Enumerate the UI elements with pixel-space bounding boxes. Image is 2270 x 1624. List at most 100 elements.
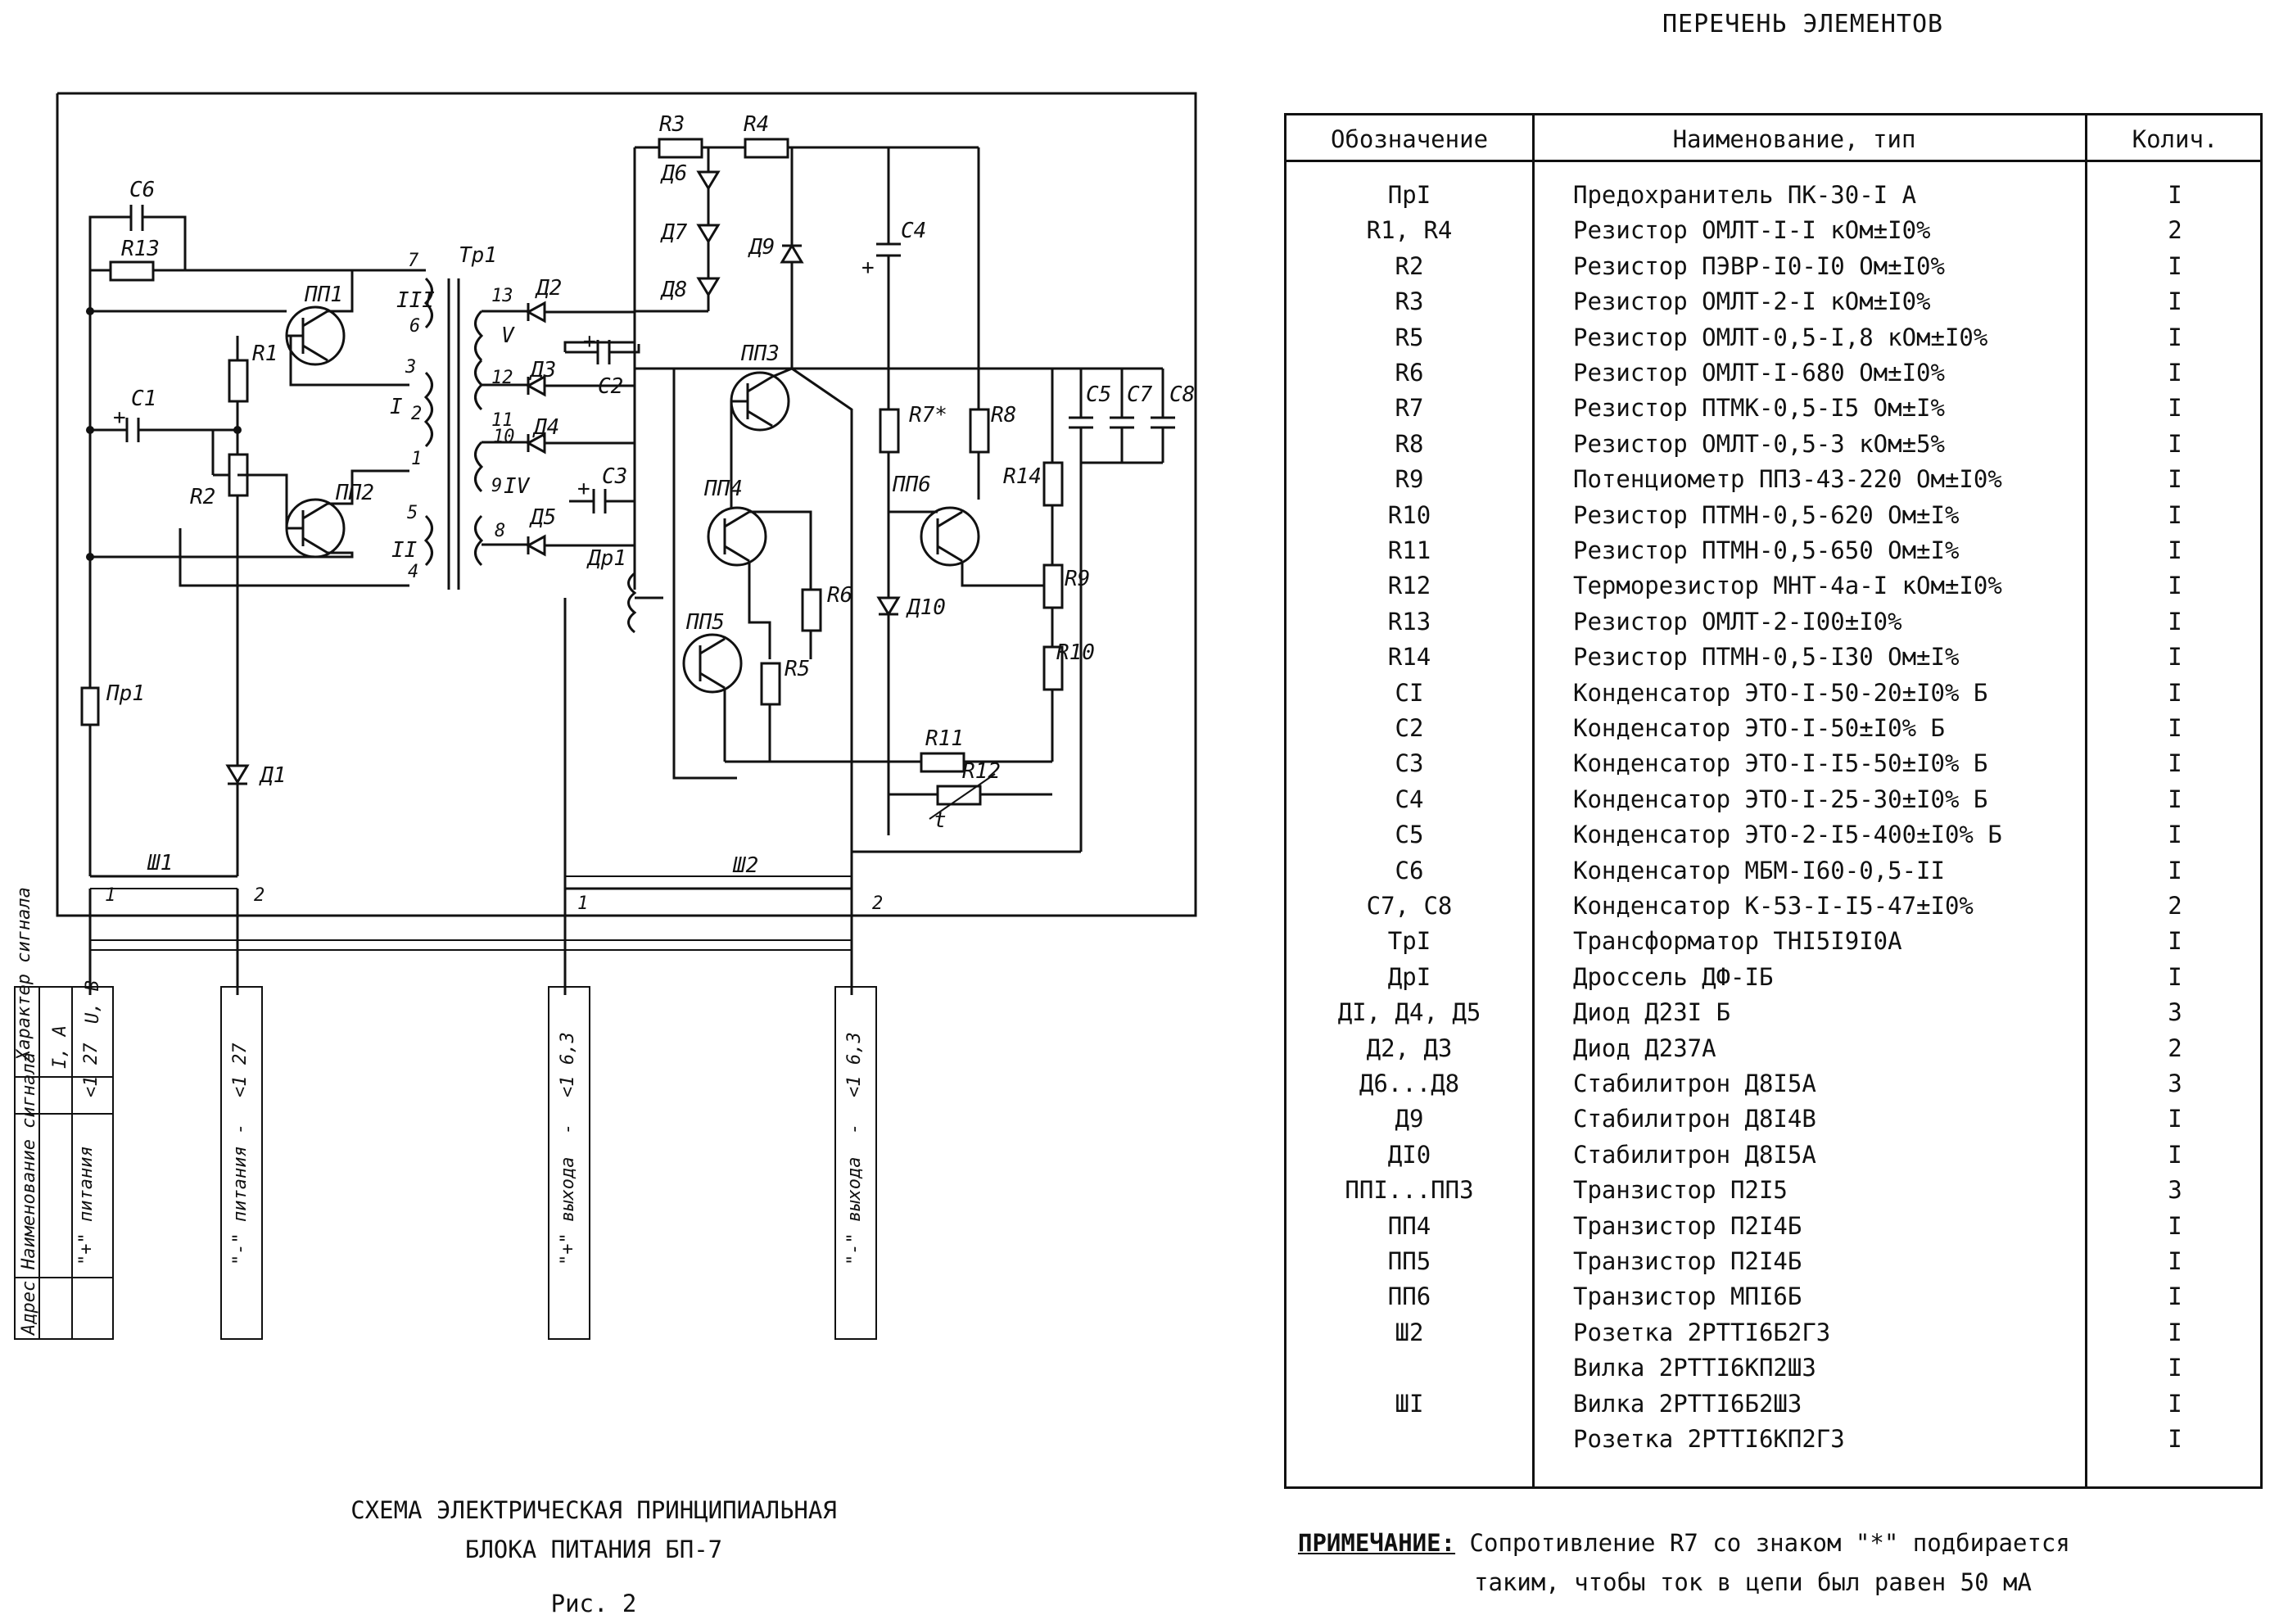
cell-designation: Д6...Д8 — [1359, 1070, 1460, 1097]
cell-quantity: I — [2168, 500, 2182, 529]
cell-quantity: 3 — [2168, 998, 2182, 1027]
cell-designation: R8 — [1395, 429, 1424, 458]
cell-name-type: Конденсатор ЭТО-2-I5-400±I0% Б — [1573, 821, 2002, 849]
potentiometer-r9 — [1042, 563, 1064, 609]
cell-designation: R10 — [1387, 500, 1431, 529]
label-d2: Д2 — [535, 276, 562, 301]
svg-text:8: 8 — [495, 521, 505, 541]
label-r1: R1 — [252, 342, 278, 366]
cell-name-type: Конденсатор ЭТО-I-I5-50±I0% Б — [1573, 749, 1988, 778]
cell-designation: R6 — [1395, 359, 1424, 387]
cell-name-type: Вилка 2РТТI6КП2ШЗ — [1573, 1354, 1816, 1382]
cell-designation: ДI, Д4, Д5 — [1337, 998, 1481, 1027]
cell-designation: Д9 — [1395, 1105, 1424, 1133]
table-row: Вилка 2РТТI6КП2ШЗ I — [1286, 1354, 2260, 1389]
cable-column-2: 27 <1 - "-" питания — [220, 986, 263, 1340]
cell-name-type: Вилка 2РТТI6Б2ШЗ — [1573, 1389, 1802, 1418]
diode-d7 — [696, 224, 721, 244]
cell-quantity: I — [2168, 323, 2182, 351]
label-c5: C5 — [1086, 382, 1111, 407]
cell-name-type: Диод Д237А — [1573, 1034, 1716, 1062]
cell-quantity: I — [2168, 394, 2182, 423]
cell-designation: R12 — [1387, 572, 1431, 600]
label-r8: R8 — [991, 403, 1016, 427]
header-quantity: Колич. — [2132, 125, 2218, 153]
note-label: ПРИМЕЧАНИЕ: — [1298, 1529, 1456, 1557]
cell-name-type: Резистор ОМЛТ-0,5-3 кОм±5% — [1573, 429, 1945, 458]
resistor-r6 — [801, 588, 822, 632]
cell-designation: R14 — [1387, 643, 1431, 672]
svg-text:1: 1 — [411, 449, 422, 469]
resistor-r13 — [109, 260, 155, 282]
cell-name-type: Розетка 2РТТI6КП2ГЗ — [1573, 1425, 1845, 1453]
cell-quantity: I — [2168, 181, 2182, 209]
svg-text:V: V — [501, 323, 515, 348]
cell-quantity: I — [2168, 678, 2182, 707]
cell-designation: ДI0 — [1387, 1140, 1431, 1169]
svg-text:Адрес: Адрес — [19, 1281, 39, 1337]
cell-name-type: Потенциометр ППЗ-43-220 Ом±I0% — [1573, 465, 2002, 494]
cell-designation: R9 — [1395, 465, 1424, 494]
label-tr1: Тр1 — [459, 243, 497, 268]
resistor-r14 — [1042, 461, 1064, 507]
cell-name-type: Терморезистор МНТ-4а-I кОм±I0% — [1573, 572, 2002, 600]
figure-caption: СХЕМА ЭЛЕКТРИЧЕСКАЯ ПРИНЦИПИАЛЬНАЯ БЛОКА… — [270, 1491, 917, 1623]
cell-quantity: I — [2168, 1318, 2182, 1346]
cell-quantity: 3 — [2168, 1070, 2182, 1097]
label-c6: C6 — [129, 178, 155, 202]
resistor-r3 — [658, 138, 703, 159]
cell-name-type: Дроссель ДФ-IБ — [1573, 962, 1774, 991]
cell-quantity: I — [2168, 359, 2182, 387]
svg-text:6,3: 6,3 — [558, 1032, 578, 1065]
transistor-pp6 — [920, 506, 980, 567]
label-c2: C2 — [598, 374, 623, 399]
cell-quantity: I — [2168, 927, 2182, 956]
svg-text:"+" питания: "+" питания — [76, 1146, 97, 1265]
cell-name-type: Стабилитрон Д8I5А — [1573, 1140, 1816, 1169]
fuse-pr1 — [80, 686, 100, 726]
cell-designation: ППI...ПП3 — [1345, 1176, 1474, 1205]
svg-text:11: 11 — [491, 410, 513, 431]
parts-list-table: Обозначение Наименование, тип Колич. ПрI… — [1284, 113, 2263, 1489]
cell-quantity: I — [2168, 1354, 2182, 1382]
cell-quantity: I — [2168, 1425, 2182, 1453]
resistor-r5 — [760, 662, 781, 706]
svg-text:6: 6 — [409, 316, 420, 337]
cell-designation: C5 — [1395, 821, 1424, 849]
diode-d8 — [696, 277, 721, 297]
svg-text:27: 27 — [81, 1043, 102, 1065]
cell-designation: TpI — [1387, 927, 1431, 956]
choke-dr1 — [627, 572, 637, 634]
cell-designation: Д2, Д3 — [1366, 1034, 1453, 1062]
svg-text:I: I — [390, 395, 403, 419]
column-divider — [2085, 115, 2087, 1486]
svg-text:IV: IV — [504, 474, 531, 499]
cell-name-type: Транзистор П2I4Б — [1573, 1247, 1802, 1275]
winding-i — [423, 371, 433, 448]
table-header: Обозначение Наименование, тип Колич. — [1286, 115, 2260, 162]
svg-text:III: III — [396, 288, 435, 313]
cell-quantity: I — [2168, 962, 2182, 991]
cell-designation: R1, R4 — [1366, 216, 1453, 245]
svg-text:"-" питания: "-" питания — [230, 1146, 251, 1265]
cell-designation: ПП6 — [1387, 1282, 1431, 1311]
svg-text:9: 9 — [491, 476, 502, 496]
cell-name-type: Резистор ОМЛТ-2-I кОм±I0% — [1573, 287, 1931, 316]
svg-text:6,3: 6,3 — [844, 1032, 865, 1065]
cell-name-type: Резистор ПЭВР-I0-I0 Ом±I0% — [1573, 251, 1945, 280]
winding-iv — [474, 441, 484, 493]
